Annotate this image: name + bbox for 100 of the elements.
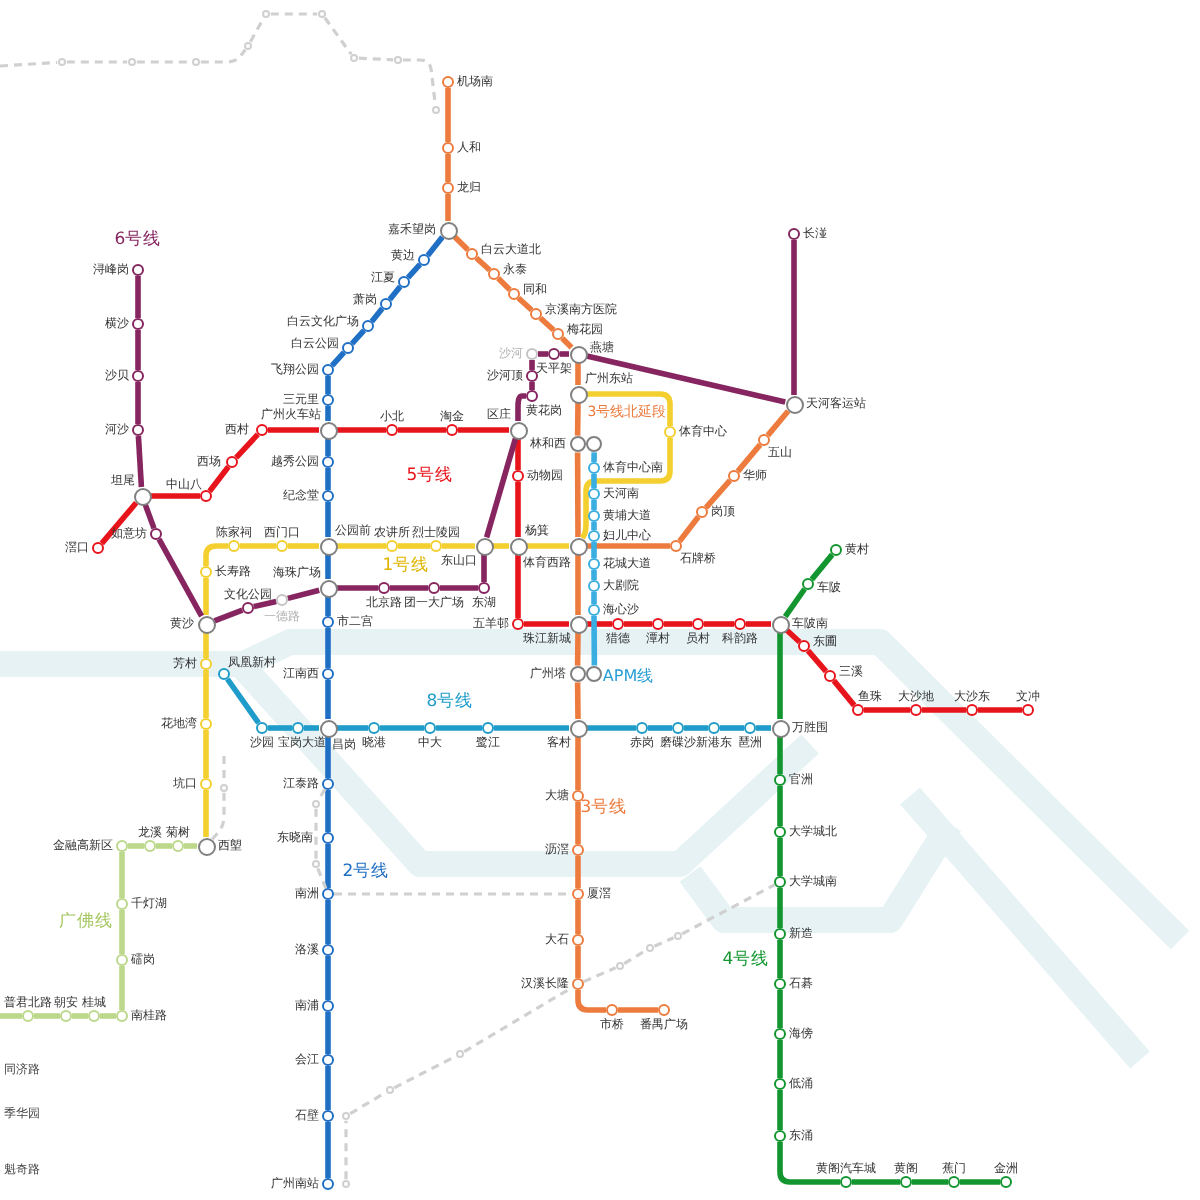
station-icon — [200, 490, 212, 502]
station-icon — [612, 618, 624, 630]
station-icon — [322, 364, 334, 376]
metro-line — [493, 543, 509, 549]
station-icon — [442, 182, 454, 194]
station-icon — [512, 470, 524, 482]
metro-line — [325, 1122, 331, 1178]
planned-line — [402, 58, 437, 106]
metro-line — [591, 474, 597, 488]
metro-line — [591, 592, 597, 604]
metro-line — [677, 515, 701, 543]
station-icon — [670, 540, 682, 552]
station-icon — [418, 254, 430, 266]
station-icon — [588, 510, 600, 522]
interchange-station-icon — [319, 579, 337, 597]
metro-line — [782, 587, 807, 619]
station-icon — [428, 582, 440, 594]
station-icon — [380, 298, 392, 310]
metro-line — [349, 328, 367, 346]
planned-line — [136, 60, 192, 64]
metro-line — [515, 439, 521, 470]
metro-line — [398, 427, 446, 433]
station-icon — [200, 566, 212, 578]
metro-line — [587, 543, 670, 549]
metro-line — [151, 493, 200, 499]
station-icon — [466, 248, 478, 260]
metro-line — [337, 585, 378, 591]
metro-line — [524, 621, 569, 627]
metro-line — [529, 382, 535, 390]
metro-line — [624, 621, 652, 627]
station-icon — [256, 424, 268, 436]
metro-line — [591, 570, 597, 580]
metro-line — [735, 442, 763, 474]
metro-line — [791, 240, 797, 395]
interchange-station-icon — [439, 221, 457, 239]
interchange-station-icon — [319, 537, 337, 555]
line-name: 5号线 — [406, 468, 454, 488]
station-icon — [132, 370, 144, 382]
interchange-station-icon — [509, 421, 527, 439]
station-icon — [588, 462, 600, 474]
station-icon — [386, 424, 398, 436]
station-icon — [530, 308, 542, 320]
metro-line — [474, 255, 492, 273]
metro-line — [387, 284, 403, 302]
station-icon — [758, 434, 770, 446]
station-icon — [478, 582, 490, 594]
station-icon — [588, 558, 600, 570]
planned-line — [323, 16, 353, 56]
metro-line — [809, 552, 835, 582]
metro-line — [268, 427, 319, 433]
interchange-station-icon — [569, 537, 587, 555]
station-icon — [526, 390, 538, 402]
planned-station-icon — [393, 55, 403, 65]
metro-line — [135, 435, 145, 488]
metro-line — [765, 409, 791, 438]
station-icon — [692, 618, 704, 630]
station-icon — [92, 542, 104, 554]
metro-line — [587, 391, 673, 426]
metro-line — [240, 543, 276, 549]
unopened-station-icon — [526, 348, 538, 360]
station-icon — [322, 456, 334, 468]
metro-line — [587, 621, 612, 627]
metro-line — [253, 598, 277, 610]
metro-line — [325, 555, 331, 579]
metro-line — [287, 587, 320, 602]
metro-line — [591, 500, 597, 510]
interchange-station-icon — [475, 537, 493, 555]
metro-line — [481, 555, 487, 582]
interchange-station-icon — [569, 435, 603, 453]
station-icon — [228, 540, 240, 552]
station-icon — [734, 618, 746, 630]
station-icon — [442, 142, 454, 154]
metro-line — [325, 597, 331, 616]
metro-line — [574, 452, 581, 537]
metro-line — [142, 503, 157, 530]
metro-line — [527, 543, 569, 549]
interchange-station-icon — [319, 421, 337, 439]
station-icon — [900, 1176, 912, 1188]
metro-line — [325, 502, 331, 537]
metro-line — [586, 353, 786, 405]
metro-line — [912, 1179, 948, 1185]
planned-line — [349, 1091, 387, 1115]
planned-station-icon — [341, 1111, 351, 1121]
station-icon — [802, 578, 814, 590]
station-icon — [774, 1078, 786, 1090]
metro-line — [852, 1179, 900, 1185]
planned-line — [344, 1120, 348, 1180]
interchange-station-icon — [133, 487, 151, 505]
station-icon — [588, 580, 600, 592]
planned-line — [66, 60, 128, 64]
metro-line — [440, 585, 478, 591]
metro-line — [452, 234, 470, 252]
station-icon — [430, 540, 442, 552]
metro-line — [445, 194, 451, 221]
metro-line — [99, 501, 139, 546]
metro-line — [369, 306, 385, 324]
metro-line — [575, 363, 581, 385]
planned-station-icon — [243, 41, 253, 51]
station-icon — [588, 488, 600, 500]
station-icon — [322, 490, 334, 502]
